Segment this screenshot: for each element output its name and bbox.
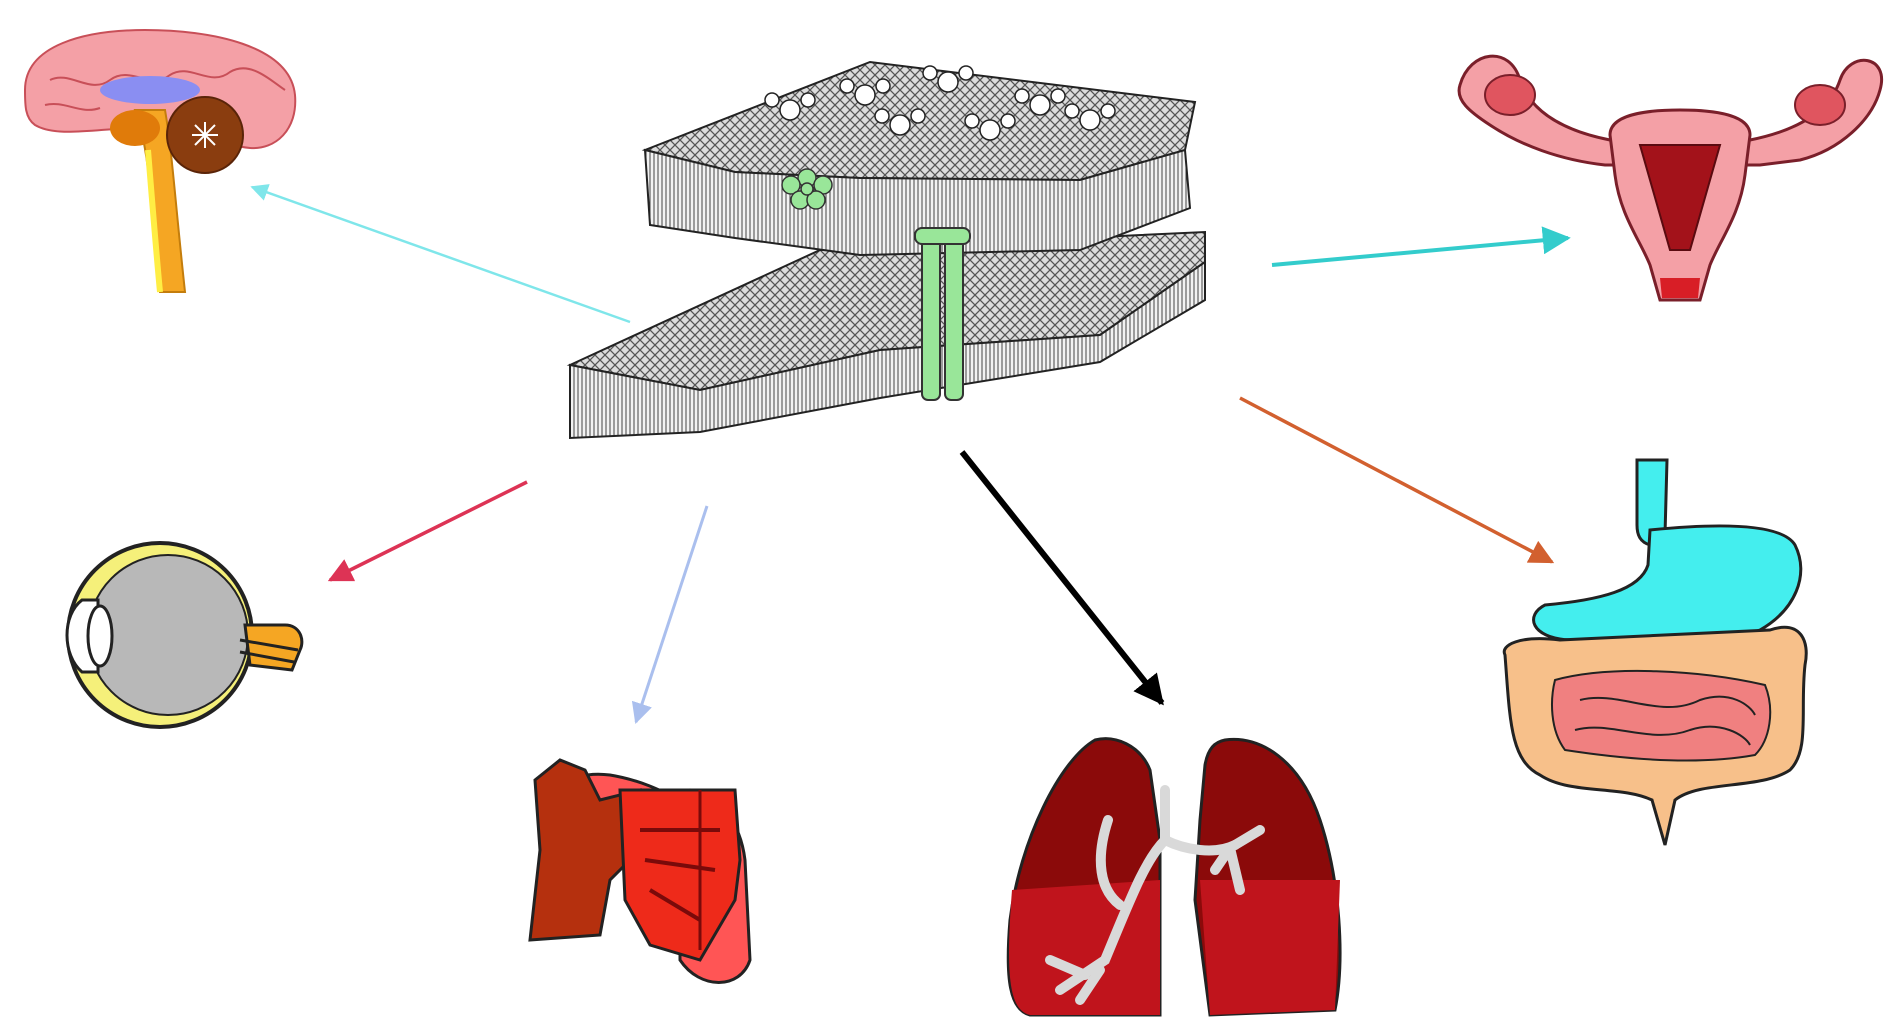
stomach [1534,526,1801,643]
arrow-to-heart [636,506,707,722]
cell-membrane-receptor-icon [570,62,1205,438]
brain-ventricle [100,76,200,104]
brain-thalamus [110,110,160,146]
ovary-right [1795,85,1845,125]
uterus-ovaries-icon [1459,56,1882,300]
arrow-to-brain [252,187,630,322]
arrow-to-lungs [962,452,1162,703]
lungs-icon [1008,739,1340,1015]
small-intestine [1552,671,1770,761]
eye-icon [67,543,302,727]
arrow-to-uterus [1272,238,1568,265]
eye-lens [88,606,112,666]
stomach-intestines-icon [1504,460,1806,845]
arrow-to-eye [330,482,527,580]
arrow-to-digestive [1240,398,1552,562]
heart-icon [530,760,750,983]
brain-icon [25,30,295,292]
ovary-left [1485,75,1535,115]
